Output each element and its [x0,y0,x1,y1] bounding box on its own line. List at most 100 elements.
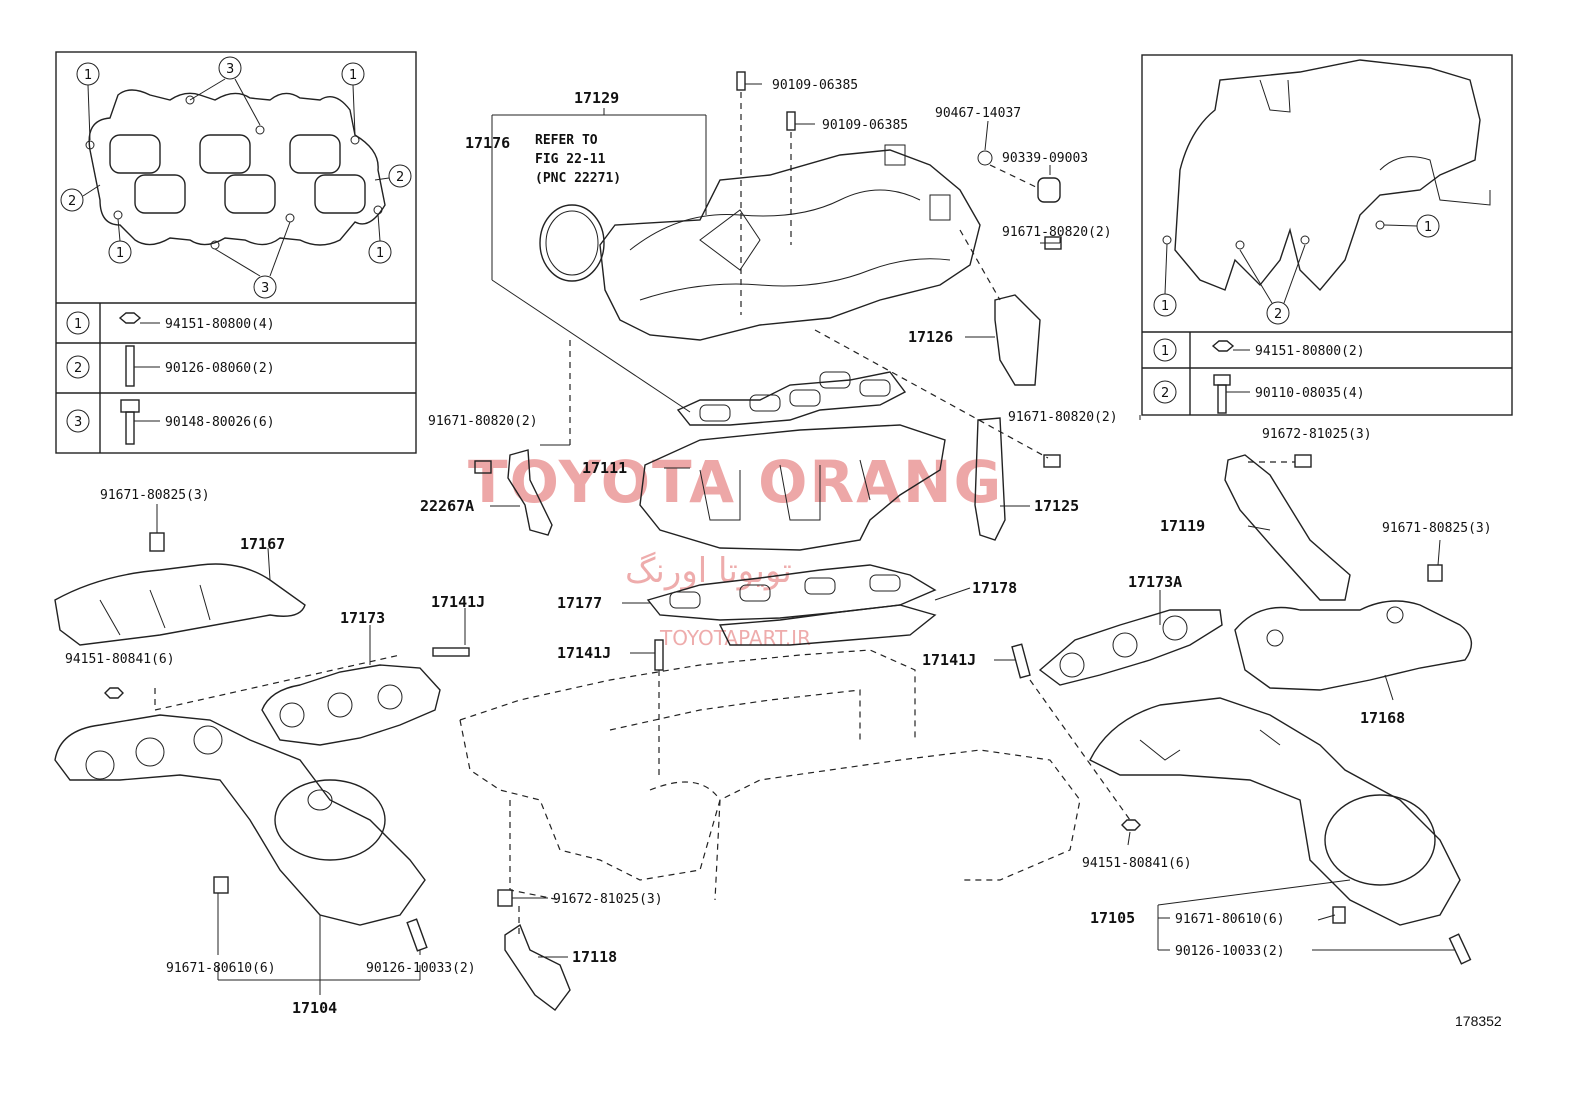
part-label-17141J: 17141J [431,593,485,611]
gasket-17173A [1038,609,1223,686]
part-number-label: 90339-09003 [1002,151,1088,166]
refer-note-line: (PNC 22271) [535,171,621,186]
nut-icon [104,687,124,699]
legend-num-2: 2 [1161,386,1169,401]
figure-number: 178352 [1455,1013,1502,1029]
cap-icon [1037,177,1061,203]
part-label-17119: 17119 [1160,517,1205,535]
gasket-17178 [718,604,937,646]
engine-block-outline [459,649,1081,901]
callout-1: 1 [116,246,124,261]
callout-labels: 90109-06385 90109-06385 90467-14037 9033… [65,78,1502,1029]
bracket-17119 [1224,454,1351,601]
clamp-icon [977,150,993,166]
part-label-17105: 17105 [1090,909,1135,927]
legend-part-1: 94151-80800(2) [1255,344,1365,359]
intake-manifold-17129 [599,144,981,341]
part-label-17118: 17118 [572,948,617,966]
nut-icon [1121,819,1141,831]
leader-lines [154,83,1455,995]
stud-icon [1448,933,1472,965]
part-number-label: 91671-80820(2) [1002,225,1112,240]
part-label-17178: 17178 [972,579,1017,597]
legend-part-3: 90148-80026(6) [165,415,275,430]
bracket-17126 [994,294,1041,386]
part-number-label: 91671-80825(3) [1382,521,1492,536]
part-number-label: 91671-80825(3) [100,488,210,503]
part-number-label: 94151-80841(6) [65,652,175,667]
left-inset-frame [55,51,417,454]
left-inset-legend: 1 94151-80800(4) 2 90126-08060(2) 3 9014… [66,311,275,445]
stud-icon [406,918,428,952]
legend-part-2: 90126-08060(2) [165,361,275,376]
bolt-icon [1294,454,1312,468]
bracket-17118 [504,923,571,1011]
bolt-icon [1043,454,1061,468]
refer-note-line: REFER TO [535,133,598,148]
gasket-17173 [261,664,441,746]
callout-3: 3 [261,281,269,296]
part-number-label: 91672-81025(3) [553,892,663,907]
legend-num-1: 1 [74,317,82,332]
left-inset-callouts: 1 1 1 1 2 2 3 3 [60,56,412,299]
heat-insulator-17168 [1234,600,1473,691]
stud-icon [432,647,470,657]
watermark-site: TOYOTAPART.IR [659,626,811,650]
lower-intake-17111 [639,424,946,551]
bolt-icon [149,532,165,552]
part-label-17129: 17129 [574,89,619,107]
part-label-17177: 17177 [557,594,602,612]
bolt-icon [120,399,140,445]
heat-insulator-17167 [54,563,306,646]
exhaust-manifold-17105 [1089,697,1461,926]
bolt-icon [1332,906,1346,924]
legend-num-2: 2 [74,361,82,376]
intake-manifold-side-drawing [1162,59,1491,292]
part-label-17173A: 17173A [1128,573,1182,591]
bolt-icon [736,71,746,91]
part-label-17104: 17104 [292,999,337,1017]
part-number-label: 90467-14037 [935,106,1021,121]
part-number-label: 90126-10033(2) [366,961,476,976]
part-number-label: 90109-06385 [772,78,858,93]
part-label-17141J: 17141J [557,644,611,662]
part-label-17125: 17125 [1034,497,1079,515]
nut-icon [1211,340,1235,352]
stud-icon [125,345,135,387]
part-number-label: 90109-06385 [822,118,908,133]
part-label-22267A: 22267A [420,497,474,515]
bolt-icon [786,111,796,131]
bracket-22267A [507,449,553,536]
right-inset-frame [1141,54,1513,416]
exhaust-manifold-17104 [54,714,426,926]
throttle-gasket-ring [539,204,605,282]
watermark-brand: TOYOTA ORANG [468,448,1003,516]
watermark: TOYOTA ORANG تویوتا اورنگ TOYOTAPART.IR [468,448,1003,650]
bracket-17125 [974,417,1006,541]
part-label-17167: 17167 [240,535,285,553]
right-inset-legend: 1 94151-80800(2) 2 90110-08035(4) [1153,338,1365,414]
gasket-17177 [646,564,937,621]
callout-1: 1 [349,68,357,83]
part-number-label: 91671-80820(2) [1008,410,1118,425]
bolt-icon [1213,374,1231,414]
legend-num-3: 3 [74,415,82,430]
part-label-17126: 17126 [908,328,953,346]
part-number-label: 91671-80610(6) [1175,912,1285,927]
stud-icon [1011,643,1031,679]
part-number-label: 94151-80841(6) [1082,856,1192,871]
right-inset: 1 1 2 1 94151-80800(2) 2 90110-08035(4) [1141,54,1513,416]
gasket-17176 [676,371,907,426]
callout-1: 1 [1424,220,1432,235]
legend-part-1: 94151-80800(4) [165,317,275,332]
callout-1: 1 [84,68,92,83]
part-label-17173: 17173 [340,609,385,627]
callout-1: 1 [376,246,384,261]
legend-part-2: 90110-08035(4) [1255,386,1365,401]
fasteners [104,71,1472,965]
bolt-icon [497,889,513,907]
refer-note-line: FIG 22-11 [535,152,606,167]
intake-gasket-drawing [85,89,386,250]
bolt-icon [213,876,229,894]
